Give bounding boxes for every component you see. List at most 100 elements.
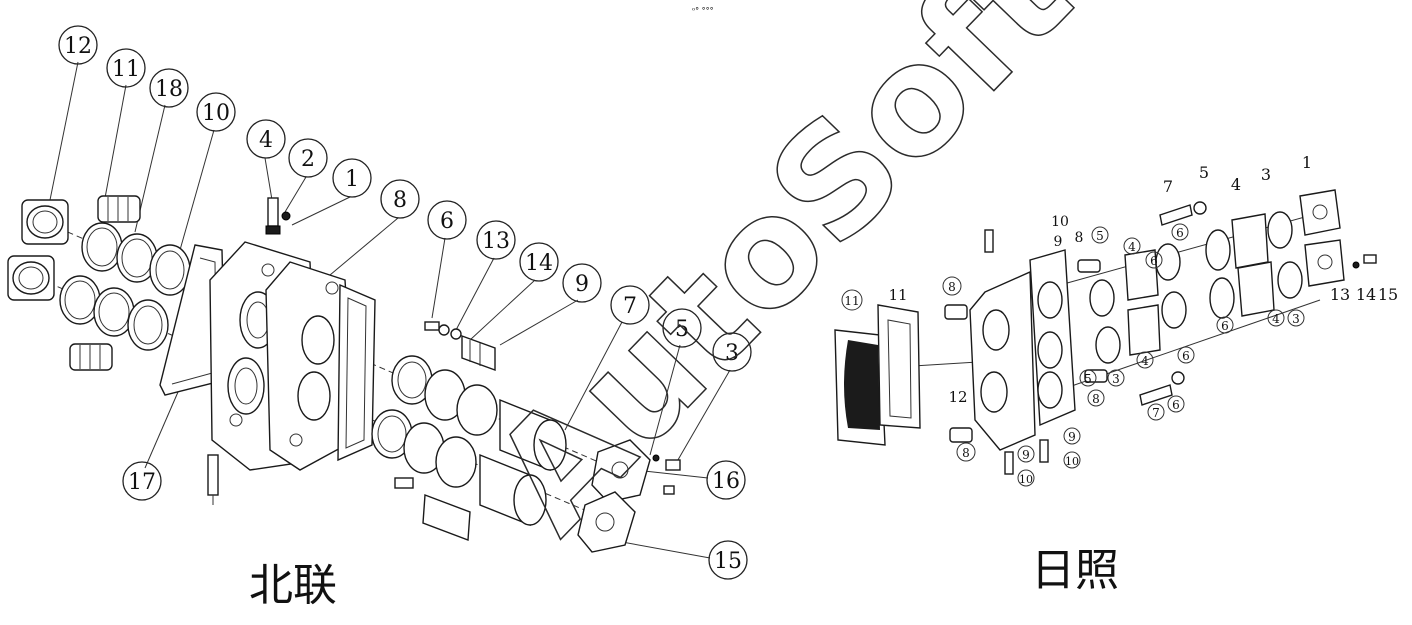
svg-text:8: 8 — [393, 188, 407, 213]
seal-rings-left — [59, 222, 191, 351]
r-callout-6b: 6 — [1145, 251, 1163, 269]
svg-text:1: 1 — [1302, 153, 1312, 172]
top-mark: ᵒ° °°° — [692, 6, 714, 15]
svg-text:15: 15 — [1378, 285, 1398, 304]
svg-text:4: 4 — [1231, 175, 1241, 194]
svg-text:5: 5 — [1084, 372, 1092, 386]
r-callout-6c: 6 — [1216, 316, 1234, 334]
r-callout-7: 7 — [1163, 177, 1173, 196]
svg-text:8: 8 — [1075, 230, 1084, 246]
callout-9: 9 — [562, 263, 602, 303]
svg-text:9: 9 — [1054, 234, 1063, 250]
right-diagram-title: 日照 — [1031, 545, 1119, 596]
cover-plate-15 — [577, 491, 636, 553]
r-callout-4b: 4 — [1267, 309, 1285, 327]
r-callout-11b: 11 — [888, 286, 907, 304]
svg-text:7: 7 — [623, 294, 637, 319]
svg-text:4: 4 — [1141, 354, 1149, 368]
svg-text:8: 8 — [948, 280, 956, 294]
callout-4: 4 — [246, 119, 286, 159]
left-diagram-title: 北联 — [249, 560, 337, 611]
piston-rings-right — [371, 355, 498, 488]
svg-text:14: 14 — [1356, 285, 1376, 304]
right-callouts: 1 3 4 5 7 10 9 8 5 4 6 6 4 6 3 13 14 15 … — [841, 153, 1398, 487]
r-callout-4: 4 — [1231, 175, 1241, 194]
bolt-bottom — [207, 454, 219, 505]
r-callout-1: 1 — [1302, 153, 1312, 172]
svg-text:11: 11 — [888, 286, 907, 304]
callout-18: 18 — [149, 68, 189, 108]
r-callout-7b: 7 — [1147, 403, 1165, 421]
svg-text:4: 4 — [1128, 240, 1136, 254]
r-callout-6e: 6 — [1167, 395, 1185, 413]
svg-text:9: 9 — [575, 272, 589, 297]
svg-text:6: 6 — [1150, 254, 1158, 268]
svg-text:17: 17 — [128, 470, 156, 495]
svg-text:13: 13 — [482, 229, 510, 254]
callout-12: 12 — [58, 25, 98, 65]
r-callout-6d: 6 — [1177, 346, 1195, 364]
r-callout-10a: 10 — [1051, 214, 1069, 230]
callout-5: 5 — [662, 308, 702, 348]
callout-1: 1 — [332, 158, 372, 198]
r-callout-8c: 8 — [956, 442, 976, 462]
caliper-body-12 — [969, 249, 1076, 451]
svg-text:10: 10 — [1051, 214, 1069, 230]
r-callout-9b: 9 — [1063, 427, 1081, 445]
callout-13: 13 — [476, 220, 516, 260]
left-exploded-diagram: 12 11 18 10 4 2 1 8 6 13 14 9 7 5 3 16 1… — [7, 25, 752, 611]
callout-7: 7 — [610, 285, 650, 325]
pad-11-dark — [834, 329, 886, 446]
r-callout-5a: 5 — [1091, 226, 1109, 244]
callout-2: 2 — [288, 138, 328, 178]
callout-14: 14 — [519, 242, 559, 282]
svg-text:9: 9 — [1068, 430, 1076, 444]
piston-12-top — [21, 199, 69, 245]
callout-10: 10 — [196, 92, 236, 132]
svg-text:1: 1 — [345, 167, 359, 192]
svg-text:8: 8 — [1092, 392, 1100, 406]
callout-6: 6 — [427, 200, 467, 240]
svg-text:2: 2 — [301, 147, 315, 172]
svg-text:12: 12 — [948, 388, 967, 406]
r-callout-8d: 8 — [1087, 389, 1105, 407]
svg-text:5: 5 — [1199, 163, 1209, 182]
r-callout-9c: 9 — [1017, 445, 1035, 463]
svg-text:3: 3 — [1112, 372, 1120, 386]
r-callout-9a: 9 — [1054, 234, 1063, 250]
r-callout-3b: 3 — [1287, 309, 1305, 327]
right-pistons — [1124, 213, 1275, 356]
cover-plate-16 — [591, 439, 681, 503]
svg-text:8: 8 — [962, 446, 970, 460]
svg-text:10: 10 — [202, 101, 230, 126]
svg-text:3: 3 — [1261, 165, 1271, 184]
right-rings — [1089, 211, 1303, 364]
r-callout-15: 15 — [1378, 285, 1398, 304]
svg-text:11: 11 — [844, 294, 859, 308]
svg-text:18: 18 — [155, 77, 183, 102]
r-callout-8a: 8 — [1075, 230, 1084, 246]
callout-15: 15 — [708, 540, 748, 580]
callout-8: 8 — [380, 179, 420, 219]
caliper-half-right — [265, 261, 356, 471]
callout-16: 16 — [706, 460, 746, 500]
svg-text:6: 6 — [1221, 319, 1229, 333]
bleeder-parts — [424, 321, 496, 371]
sleeve-11-top — [97, 195, 141, 223]
callout-11: 11 — [106, 48, 146, 88]
r-callout-10b: 10 — [1063, 451, 1081, 469]
r-callout-3c: 3 — [1107, 369, 1125, 387]
r-callout-3: 3 — [1261, 165, 1271, 184]
r-callout-6a: 6 — [1171, 223, 1189, 241]
end-caps — [1299, 189, 1377, 287]
caliper-bolts — [944, 229, 1108, 475]
r-callout-10c: 10 — [1017, 469, 1035, 487]
r-callout-12: 12 — [948, 388, 967, 406]
svg-text:6: 6 — [1176, 226, 1184, 240]
right-exploded-diagram: 1 3 4 5 7 10 9 8 5 4 6 6 4 6 3 13 14 15 … — [834, 153, 1398, 596]
svg-text:4: 4 — [1272, 312, 1280, 326]
svg-text:12: 12 — [64, 34, 92, 59]
svg-text:15: 15 — [714, 549, 742, 574]
r-callout-14: 14 — [1356, 285, 1376, 304]
r-callout-5: 5 — [1199, 163, 1209, 182]
